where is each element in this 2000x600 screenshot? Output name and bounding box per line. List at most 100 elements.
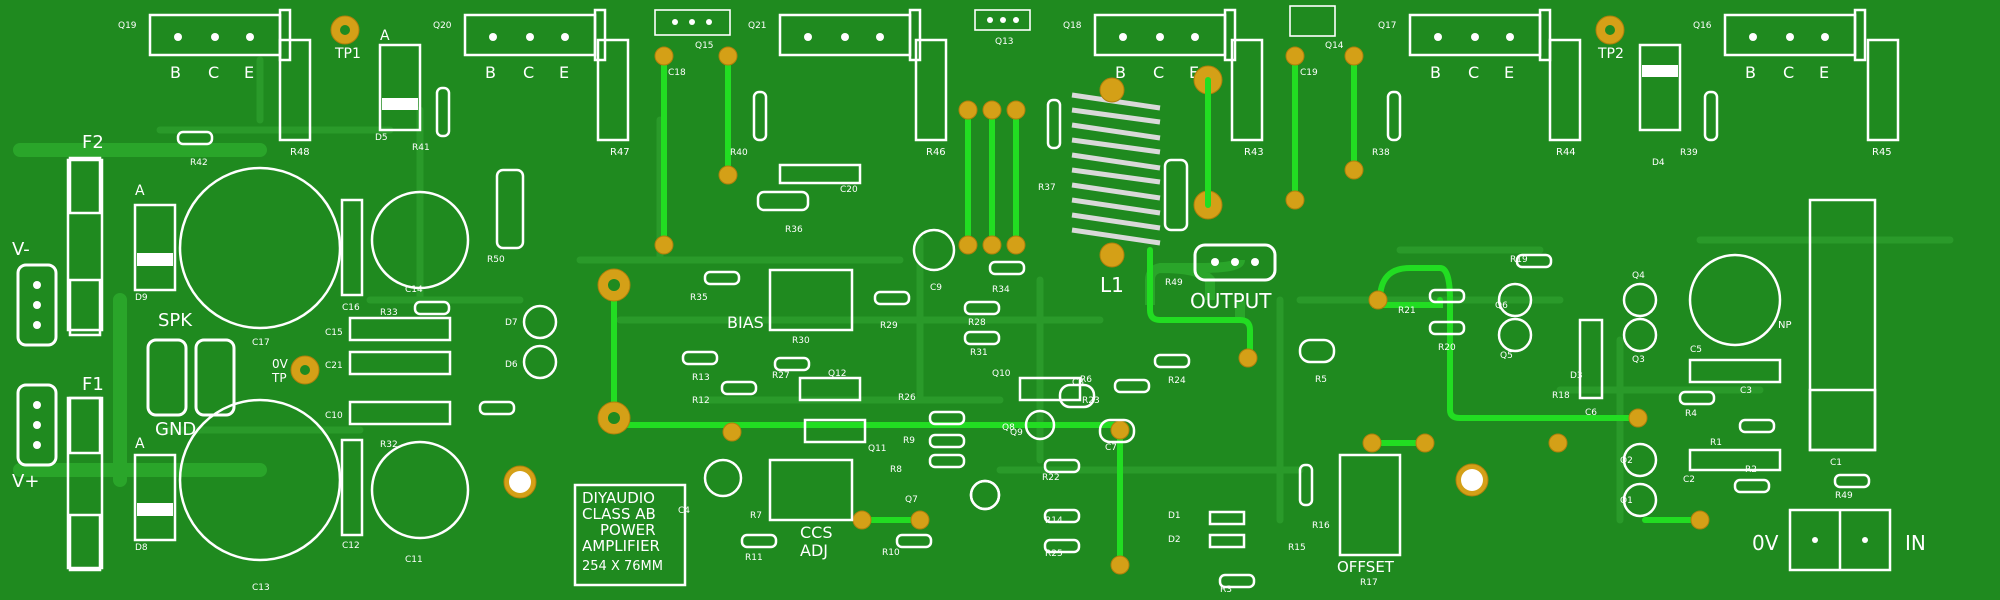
svg-text:C: C — [1153, 63, 1164, 82]
svg-text:R19: R19 — [1510, 255, 1528, 265]
output-connector[interactable] — [1193, 243, 1277, 282]
offset-pot[interactable] — [1338, 453, 1402, 557]
svg-text:C2: C2 — [1683, 475, 1695, 485]
pin-e: E — [244, 63, 254, 82]
svg-text:C10: C10 — [325, 411, 343, 421]
svg-text:R4: R4 — [1685, 409, 1697, 419]
svg-text:C15: C15 — [325, 328, 343, 338]
bias-pot[interactable] — [768, 268, 854, 332]
svg-text:R23: R23 — [1082, 396, 1100, 406]
input-in-label: IN — [1905, 531, 1926, 555]
svg-text:R15: R15 — [1288, 543, 1306, 553]
svg-text:C21: C21 — [325, 361, 343, 371]
title-box: DIYAUDIO CLASS AB POWER AMPLIFIER 254 X … — [573, 483, 687, 587]
svg-text:R30: R30 — [792, 336, 810, 346]
inductor-l1: L1 — [1071, 65, 1223, 297]
svg-text:Q4: Q4 — [1632, 271, 1645, 281]
svg-text:Q1: Q1 — [1620, 496, 1633, 506]
svg-text:R3: R3 — [1220, 585, 1232, 595]
svg-text:Q12: Q12 — [828, 369, 847, 379]
f2-label: F2 — [82, 132, 104, 153]
svg-text:C17: C17 — [252, 338, 270, 348]
svg-text:R10: R10 — [882, 548, 900, 558]
svg-text:R31: R31 — [970, 348, 988, 358]
svg-text:R39: R39 — [1680, 148, 1698, 158]
svg-text:0V: 0V — [272, 357, 289, 371]
svg-text:R37: R37 — [1038, 183, 1056, 193]
svg-text:R36: R36 — [785, 225, 803, 235]
emitter-resistors: R48 R47 R46 R43 R44 R45 — [278, 38, 1900, 158]
svg-text:A: A — [380, 28, 390, 44]
svg-text:C18: C18 — [668, 68, 686, 78]
svg-text:C11: C11 — [405, 555, 423, 565]
svg-text:C19: C19 — [1300, 68, 1318, 78]
svg-text:R50: R50 — [487, 255, 505, 265]
svg-text:B: B — [1745, 63, 1756, 82]
svg-text:R16: R16 — [1312, 521, 1330, 531]
svg-text:Q16: Q16 — [1693, 21, 1712, 31]
np-label: NP — [1778, 320, 1792, 331]
power-input-section: V- V+ F2 F1 SPK GND C17 C13 C14 C11 D9 D… — [12, 132, 470, 593]
svg-text:R11: R11 — [745, 553, 763, 563]
svg-text:D8: D8 — [135, 543, 148, 553]
component-labels: R42 R41 R40 R37 R38 R39 R36 R35 R34 R33 … — [135, 28, 1853, 595]
svg-text:Q10: Q10 — [992, 369, 1011, 379]
svg-text:R13: R13 — [692, 373, 710, 383]
svg-text:Q17: Q17 — [1378, 21, 1397, 31]
svg-text:D6: D6 — [505, 360, 518, 370]
svg-text:C: C — [1468, 63, 1479, 82]
svg-text:R8: R8 — [890, 465, 902, 475]
svg-text:C14: C14 — [405, 285, 423, 295]
ccs-adj-pot[interactable] — [768, 458, 854, 522]
tp1-label: TP1 — [334, 46, 361, 62]
svg-text:R45: R45 — [1872, 147, 1892, 158]
svg-text:R49: R49 — [1835, 491, 1853, 501]
offset-label: OFFSET — [1337, 558, 1395, 576]
svg-text:Q5: Q5 — [1500, 351, 1513, 361]
svg-text:C7: C7 — [1105, 443, 1117, 453]
svg-text:R49: R49 — [1165, 278, 1183, 288]
bias-label: BIAS — [727, 313, 764, 332]
svg-text:C6: C6 — [1585, 408, 1597, 418]
svg-text:E: E — [1189, 63, 1199, 82]
svg-text:D2: D2 — [1168, 535, 1181, 545]
svg-text:C16: C16 — [342, 303, 360, 313]
svg-text:R48: R48 — [290, 147, 310, 158]
svg-text:D3: D3 — [1570, 371, 1583, 381]
svg-text:R5: R5 — [1315, 375, 1327, 385]
adj-label: ADJ — [800, 541, 828, 560]
svg-text:R6: R6 — [1080, 375, 1092, 385]
svg-text:D5: D5 — [375, 133, 388, 143]
pin-b: B — [170, 63, 181, 82]
svg-text:D7: D7 — [505, 318, 518, 328]
svg-text:R9: R9 — [903, 436, 915, 446]
svg-text:Q21: Q21 — [748, 21, 767, 31]
svg-text:Q6: Q6 — [1495, 301, 1508, 311]
svg-text:Q18: Q18 — [1063, 21, 1082, 31]
svg-text:E: E — [559, 63, 569, 82]
svg-text:R47: R47 — [610, 147, 630, 158]
film-caps: C15 C21 C10 C16 C12 — [325, 198, 452, 551]
svg-text:R41: R41 — [412, 143, 430, 153]
svg-text:Q7: Q7 — [905, 495, 918, 505]
input-connector[interactable] — [1788, 508, 1892, 572]
svg-text:C20: C20 — [840, 185, 858, 195]
svg-text:R27: R27 — [772, 371, 790, 381]
svg-text:R20: R20 — [1438, 343, 1456, 353]
svg-text:R33: R33 — [380, 308, 398, 318]
title-line2: CLASS AB — [582, 505, 656, 523]
svg-text:A: A — [135, 436, 145, 452]
svg-text:TP: TP — [271, 371, 287, 385]
svg-text:R44: R44 — [1556, 147, 1576, 158]
svg-text:R24: R24 — [1168, 376, 1186, 386]
svg-text:R25: R25 — [1045, 549, 1063, 559]
title-line4: AMPLIFIER — [582, 537, 660, 555]
svg-text:B: B — [1115, 63, 1126, 82]
svg-text:C8: C8 — [1072, 378, 1084, 388]
svg-text:A: A — [135, 183, 145, 199]
svg-text:R42: R42 — [190, 158, 208, 168]
output-transistor-row: B C E Q19 B C E Q20 Q21 B C E Q18 — [118, 5, 1867, 82]
svg-text:R12: R12 — [692, 396, 710, 406]
tp2-label: TP2 — [1597, 46, 1624, 62]
